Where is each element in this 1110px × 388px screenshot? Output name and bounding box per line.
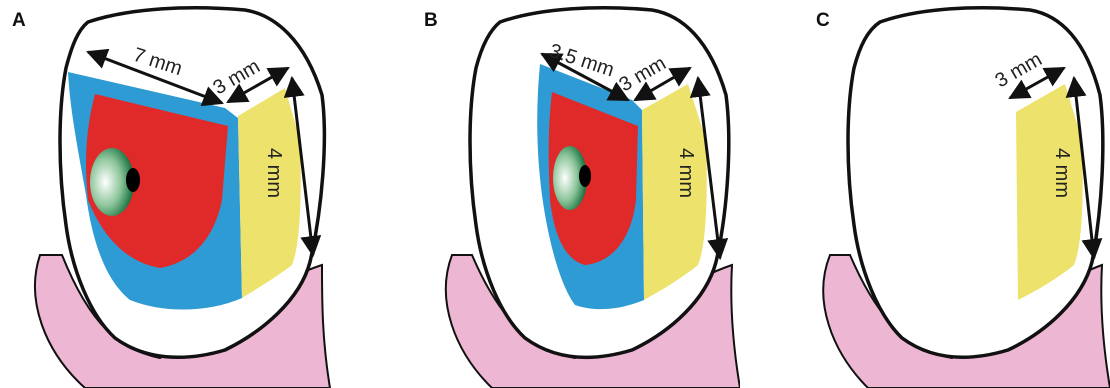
panel-a: A 7 mm 3 mm 4 mm <box>0 0 370 388</box>
label-depth-b: 4 mm <box>675 148 697 198</box>
exposure-dot-a <box>126 168 140 192</box>
label-depth-a: 4 mm <box>263 148 285 198</box>
panel-c: C 3 mm 4 mm <box>740 0 1110 388</box>
tooth-diagram-a: 7 mm 3 mm 4 mm <box>0 0 370 388</box>
label-depth-c: 4 mm <box>1051 148 1073 198</box>
tooth-diagram-b: 3.5 mm 3 mm 4 mm <box>370 0 740 388</box>
panel-b: B 3.5 mm 3 mm 4 mm <box>370 0 740 388</box>
exposure-dot-b <box>579 165 591 187</box>
tooth-diagram-c: 3 mm 4 mm <box>740 0 1110 388</box>
